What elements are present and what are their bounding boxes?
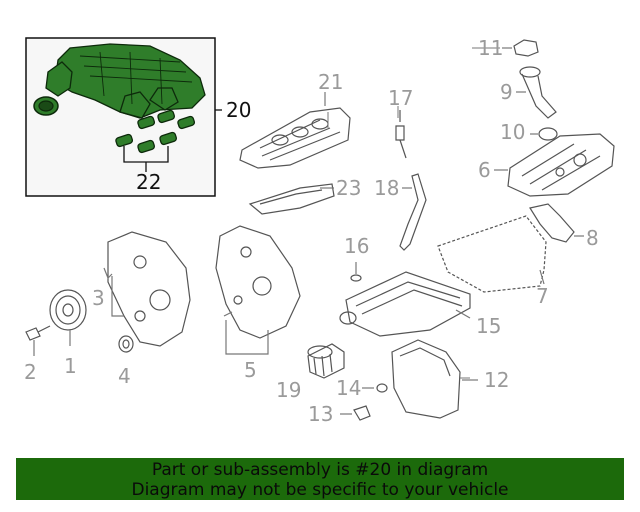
callout-11[interactable]: 11 — [478, 36, 504, 60]
part-14-washer[interactable] — [376, 383, 388, 393]
banner-line-2: Diagram may not be specific to your vehi… — [131, 480, 509, 500]
part-13-drain-plug[interactable] — [340, 405, 371, 421]
callout-8[interactable]: 8 — [586, 226, 599, 250]
part-3-front-cover[interactable] — [103, 231, 191, 347]
part-15-oil-pan[interactable] — [339, 271, 471, 337]
callout-2[interactable]: 2 — [24, 360, 37, 384]
part-6-valve-cover[interactable] — [494, 133, 615, 197]
part-12-lower-pan[interactable] — [391, 339, 478, 419]
callout-3[interactable]: 3 — [92, 286, 105, 310]
part-18-dipstick-tube[interactable] — [399, 173, 427, 251]
callout-20[interactable]: 20 — [226, 98, 252, 122]
info-banner: Part or sub-assembly is #20 in diagram D… — [16, 458, 624, 500]
callout-9[interactable]: 9 — [500, 80, 513, 104]
part-7-pan-gasket[interactable] — [437, 215, 547, 293]
callout-23[interactable]: 23 — [336, 176, 362, 200]
callout-10[interactable]: 10 — [500, 120, 526, 144]
manifold-gaskets — [115, 109, 196, 154]
callout-21[interactable]: 21 — [318, 70, 344, 94]
callout-5[interactable]: 5 — [244, 358, 257, 382]
callout-14[interactable]: 14 — [336, 376, 362, 400]
intake-manifold-highlighted — [45, 43, 206, 119]
part-11-oil-cap[interactable] — [502, 39, 539, 57]
part-4-seal[interactable] — [118, 335, 134, 353]
part-10-seal[interactable] — [538, 127, 558, 141]
callout-7[interactable]: 7 — [536, 284, 549, 308]
callout-17[interactable]: 17 — [388, 86, 414, 110]
callout-6[interactable]: 6 — [478, 158, 491, 182]
part-19-oil-filter[interactable] — [307, 343, 345, 379]
part-5-timing-cover[interactable] — [215, 225, 301, 355]
callout-12[interactable]: 12 — [484, 368, 510, 392]
callout-16[interactable]: 16 — [344, 234, 370, 258]
part-16-washer[interactable] — [350, 274, 362, 282]
part-17-pcv[interactable] — [395, 110, 407, 159]
banner-line-1: Part or sub-assembly is #20 in diagram — [151, 460, 489, 480]
callout-1[interactable]: 1 — [64, 354, 77, 378]
part-23-gasket[interactable] — [248, 183, 335, 215]
callout-18[interactable]: 18 — [374, 176, 400, 200]
part-1-crank-pulley[interactable] — [49, 289, 87, 346]
part-9-filler-tube[interactable] — [516, 66, 557, 119]
part-21-plenum[interactable] — [239, 92, 351, 169]
intake-manifold-inset[interactable] — [25, 37, 216, 197]
callout-15[interactable]: 15 — [476, 314, 502, 338]
callout-22[interactable]: 22 — [136, 170, 162, 194]
part-8-seal[interactable] — [529, 203, 584, 243]
callout-19[interactable]: 19 — [276, 378, 302, 402]
part-2-bolt[interactable] — [25, 325, 51, 356]
callout-13[interactable]: 13 — [308, 402, 334, 426]
callout-4[interactable]: 4 — [118, 364, 131, 388]
